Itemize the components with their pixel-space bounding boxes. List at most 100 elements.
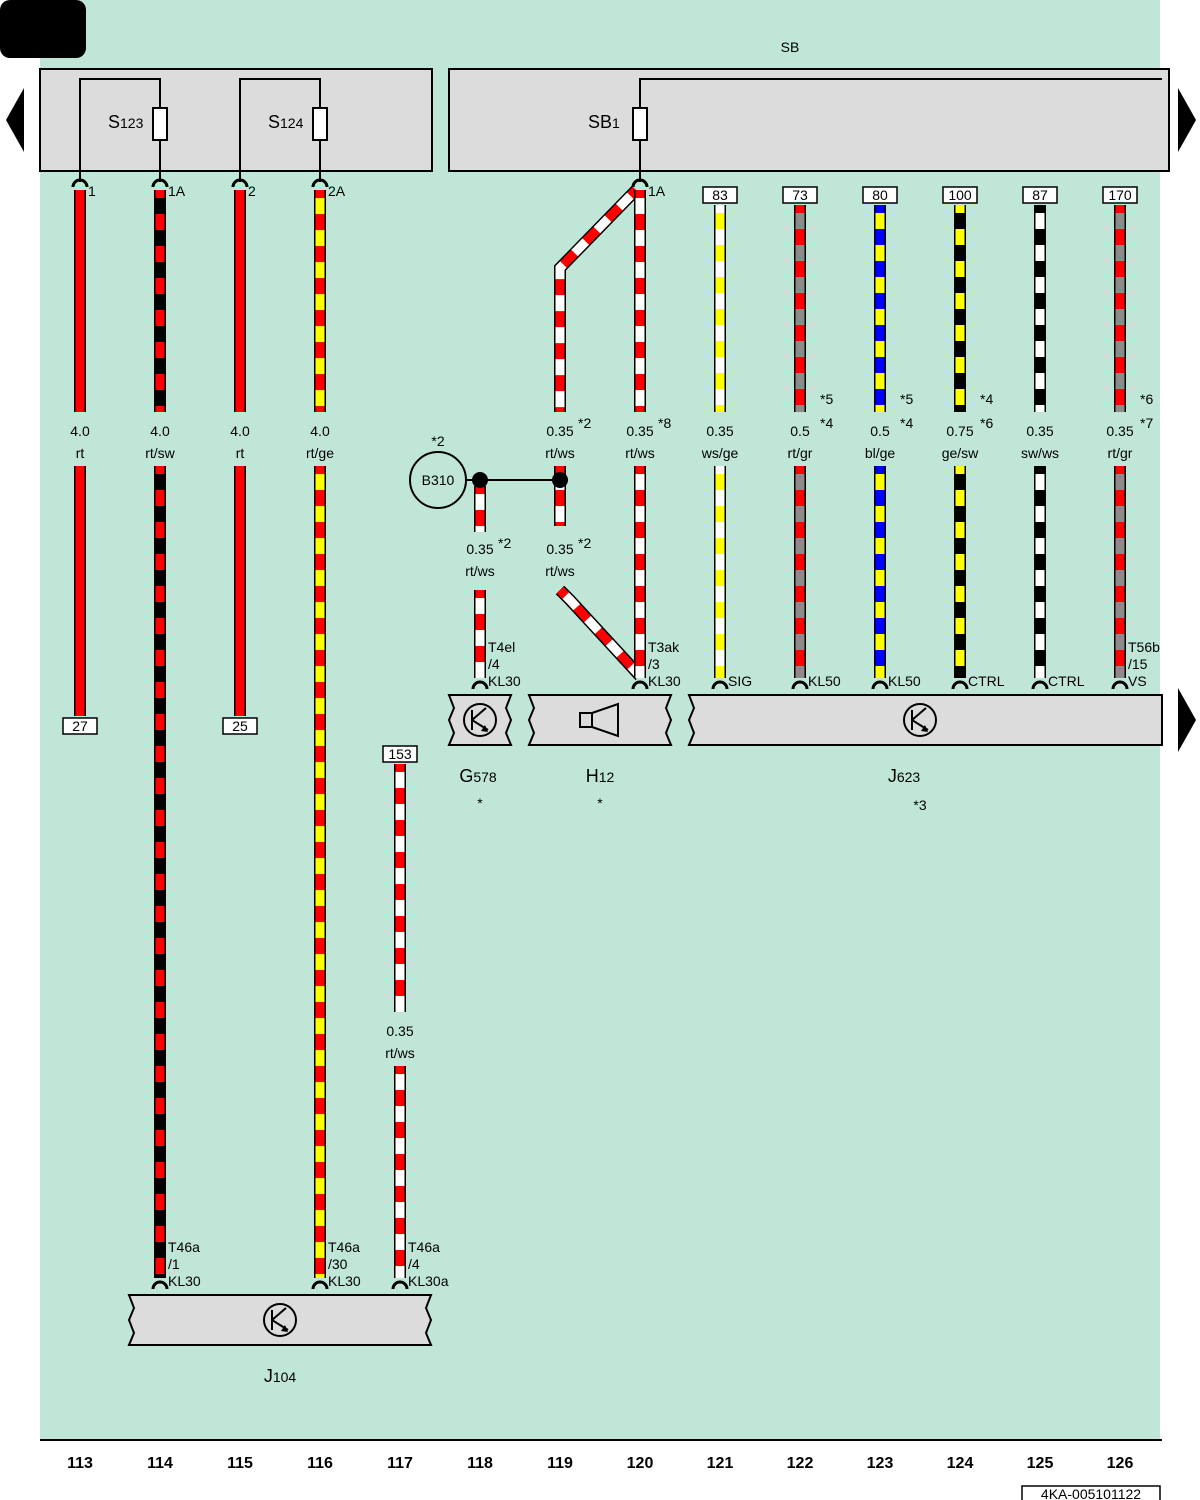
wire-119-stripe [555, 186, 640, 412]
pin-label: /15 [1128, 656, 1148, 672]
wire-ref-label: 87 [1032, 187, 1048, 203]
fuse-feed-s123 [79, 78, 161, 182]
connector-label: T56b [1128, 639, 1160, 655]
top-pin-label: 2 [248, 183, 256, 199]
fuse-s123-icon [152, 107, 168, 141]
column-number: 114 [147, 1455, 173, 1472]
component-sub: 12 [599, 769, 615, 785]
wire-color-label: rt/sw [145, 445, 175, 461]
component-name: J [888, 766, 897, 786]
connector-socket-icon [471, 680, 489, 690]
wire-ref-label: 27 [72, 718, 88, 734]
b310-circle [409, 451, 467, 509]
h12-note: * [597, 795, 603, 811]
component-sub: 623 [897, 769, 921, 785]
junction-dot [472, 472, 488, 488]
wire-color-label: ws/ge [701, 445, 739, 461]
g578-note: * [477, 795, 483, 811]
wire-layer [62, 178, 1138, 1290]
connector-socket-icon [1031, 680, 1049, 690]
pin-label: /1 [168, 1256, 180, 1272]
wire-color-label: rt/gr [788, 445, 813, 461]
wire-note: *8 [658, 415, 671, 431]
wire-ref-box [942, 186, 978, 204]
wire-ref-label: 25 [232, 718, 248, 734]
wire-note: *5 [900, 391, 913, 407]
wire-color-label: rt/gr [1108, 445, 1133, 461]
wire-color-label: sw/ws [1021, 445, 1059, 461]
terminal-label: VS [1128, 673, 1147, 689]
transistor-icon [903, 703, 937, 737]
wire-note: *4 [900, 415, 913, 431]
component-sub: 104 [273, 1369, 297, 1385]
fuse-box-left [39, 68, 433, 172]
wire-ref-label: 80 [872, 187, 888, 203]
wire-ref-box [1022, 186, 1058, 204]
connector-socket-icon [711, 680, 729, 690]
component-sub: 578 [473, 769, 497, 785]
connector-socket-icon [391, 1280, 409, 1290]
wire-note: *7 [1140, 415, 1153, 431]
wire-ref-box [222, 717, 258, 735]
connector-socket-icon [71, 178, 89, 188]
bus-label: SB [781, 39, 800, 55]
wire-note: *6 [980, 415, 993, 431]
wire-gauge-label: 4.0 [70, 423, 90, 439]
connector-socket-icon [871, 680, 889, 690]
page-tab [0, 0, 86, 58]
wire-ref-box [782, 186, 818, 204]
wire-ref-label: 83 [712, 187, 728, 203]
terminal-label: KL50 [888, 673, 921, 689]
wire-ref-box [382, 745, 418, 763]
b310-note: *2 [431, 433, 444, 449]
wire-note: *6 [1140, 391, 1153, 407]
pin-label: /4 [408, 1256, 420, 1272]
fuse-sub: 123 [120, 115, 144, 131]
top-pin-label: 1 [88, 183, 96, 199]
continue-arrow-icon[interactable] [1178, 688, 1196, 752]
connector-socket-icon [951, 680, 969, 690]
wire-ref-label: 100 [948, 187, 972, 203]
connector-socket-icon [151, 1280, 169, 1290]
connector-label: T46a [408, 1239, 440, 1255]
page-back-arrow-icon[interactable] [6, 88, 24, 152]
wire-gauge-label: 0.35 [466, 541, 493, 557]
pin-label: /3 [648, 656, 660, 672]
wire-gauge-label: 0.35 [626, 423, 653, 439]
wire-color-label: rt/ws [545, 445, 575, 461]
wire-color-label: rt [76, 445, 85, 461]
wire-gauge-label: 0.5 [790, 423, 810, 439]
connector-socket-icon [311, 1280, 329, 1290]
column-number: 125 [1027, 1455, 1054, 1472]
wire-ref-label: 73 [792, 187, 808, 203]
component-name: G [459, 766, 473, 786]
wire-gauge-label: 0.35 [386, 1023, 413, 1039]
fuse-feed-sb1 [639, 78, 1162, 108]
j104-label: J104 [264, 1366, 297, 1386]
wire-gauge-label: 4.0 [230, 423, 250, 439]
wire-ref-box [862, 186, 898, 204]
connector-label: T3ak [648, 639, 680, 655]
wire-color-label: ge/sw [942, 445, 979, 461]
fuse-name: SB [588, 112, 612, 132]
column-number: 121 [707, 1455, 734, 1472]
terminal-label: KL30 [168, 1273, 201, 1289]
connector-socket-icon [631, 178, 649, 188]
junction-dot [552, 472, 568, 488]
page-forward-arrow-icon[interactable] [1178, 88, 1196, 152]
wire-gauge-label: 0.35 [1106, 423, 1133, 439]
wire-note: *4 [820, 415, 833, 431]
wire-color-label: rt/ws [625, 445, 655, 461]
column-number: 124 [947, 1455, 974, 1472]
fuse-name: S [108, 112, 120, 132]
connector-socket-icon [1111, 680, 1129, 690]
fuse-box-right [448, 68, 1170, 172]
h12-label: H12 [586, 766, 615, 786]
connector-socket-icon [151, 178, 169, 188]
wire-note: *2 [578, 535, 591, 551]
fuse-feed-s124 [239, 78, 321, 182]
column-number: 118 [467, 1455, 493, 1472]
